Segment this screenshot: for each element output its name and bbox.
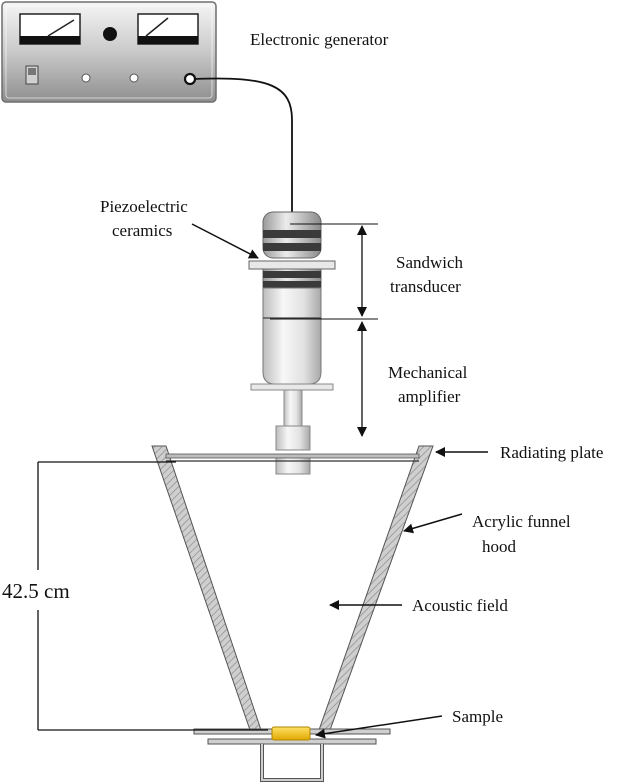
left-meter xyxy=(19,13,81,45)
mechanical-label-line2: amplifier xyxy=(398,387,461,406)
right-meter xyxy=(137,13,199,45)
sample-label: Sample xyxy=(452,707,503,726)
funnel-right-wall xyxy=(318,445,434,731)
piezo-label-line1: Piezoelectric xyxy=(100,197,188,216)
mechanical-label-line1: Mechanical xyxy=(388,363,468,382)
radiating-plate xyxy=(165,453,420,462)
indicator-light-1 xyxy=(81,73,91,83)
sample xyxy=(271,726,311,741)
sandwich-transducer xyxy=(248,211,336,288)
piezo-label-line2: ceramics xyxy=(112,221,172,240)
sandwich-label-line1: Sandwich xyxy=(396,253,464,272)
output-port xyxy=(183,72,197,86)
funnel-left-wall xyxy=(151,445,262,731)
mechanical-amplifier xyxy=(250,287,334,475)
radiating-plate-label: Radiating plate xyxy=(500,443,603,462)
generator-label: Electronic generator xyxy=(250,30,389,49)
control-knob xyxy=(103,27,117,41)
indicator-light-2 xyxy=(129,73,139,83)
generator-cable xyxy=(194,77,293,213)
funnel-label-line2: hood xyxy=(482,537,517,556)
height-label: 42.5 cm xyxy=(2,579,70,603)
power-switch xyxy=(25,65,39,85)
electronic-generator xyxy=(1,1,217,103)
height-dimension xyxy=(37,461,268,731)
acrylic-funnel-hood xyxy=(151,445,434,731)
funnel-label-line1: Acrylic funnel xyxy=(472,512,571,531)
acoustic-field-label: Acoustic field xyxy=(412,596,508,615)
sample-arrow xyxy=(315,715,443,739)
piezo-pointer-arrow xyxy=(191,223,259,259)
piezo-flange xyxy=(248,260,336,270)
funnel-hood-arrow xyxy=(403,513,463,534)
sandwich-label-line2: transducer xyxy=(390,277,461,296)
